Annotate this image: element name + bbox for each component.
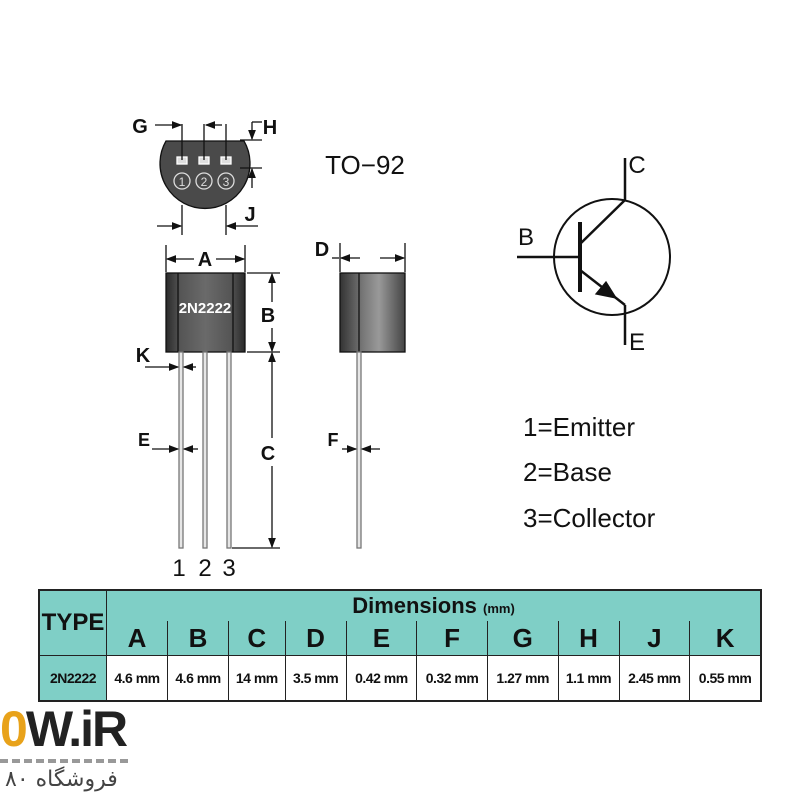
- table-row: 2N2222 4.6 mm 4.6 mm 14 mm 3.5 mm 0.42 m…: [38, 655, 762, 702]
- col-a: A: [105, 621, 169, 656]
- dim-label-b: B: [261, 305, 275, 327]
- legend-emitter: 1=Emitter: [523, 412, 635, 442]
- package-drawing: 2N2222 A B C D E F G H J K 1 2 3 1 2 3 T…: [132, 116, 671, 582]
- pin-number-3: 3: [222, 555, 235, 582]
- value-j: 2.45 mm: [618, 655, 691, 702]
- dimensions-table: TYPE Dimensions (mm) A B C D E F G H J K…: [38, 589, 762, 702]
- pin-circle-2: 2: [201, 175, 208, 189]
- pin-circle-3: 3: [223, 175, 230, 189]
- dim-label-c: C: [261, 443, 275, 465]
- value-c: 14 mm: [228, 655, 286, 702]
- col-e: E: [345, 621, 418, 656]
- col-c: C: [228, 621, 286, 656]
- dim-label-h: H: [263, 117, 277, 139]
- legend-collector: 3=Collector: [523, 503, 656, 533]
- value-g: 1.27 mm: [486, 655, 559, 702]
- dimensions-title: Dimensions (mm): [106, 589, 762, 621]
- watermark-text: فروشگاه ۸۰: [5, 767, 118, 792]
- dim-label-a: A: [198, 249, 212, 271]
- value-k: 0.55 mm: [689, 655, 762, 702]
- value-d: 3.5 mm: [284, 655, 347, 702]
- value-h: 1.1 mm: [557, 655, 620, 702]
- watermark-divider: [0, 759, 128, 763]
- col-d: D: [284, 621, 347, 656]
- emitter-arrow-icon: [594, 280, 618, 299]
- col-f: F: [416, 621, 488, 656]
- type-value: 2N2222: [38, 655, 107, 702]
- col-j: J: [618, 621, 691, 656]
- value-f: 0.32 mm: [416, 655, 488, 702]
- dim-label-e: E: [138, 430, 150, 450]
- dimensions-title-text: Dimensions: [352, 593, 477, 618]
- legend-base: 2=Base: [523, 457, 612, 487]
- package-name: TO−92: [325, 150, 405, 180]
- col-k: K: [689, 621, 762, 656]
- col-b: B: [167, 621, 230, 656]
- value-a: 4.6 mm: [105, 655, 169, 702]
- type-header: TYPE: [38, 589, 107, 656]
- pin-circle-1: 1: [179, 175, 186, 189]
- col-g: G: [486, 621, 559, 656]
- col-h: H: [557, 621, 620, 656]
- value-e: 0.42 mm: [345, 655, 418, 702]
- part-marking: 2N2222: [179, 300, 232, 317]
- dim-label-d: D: [315, 239, 329, 261]
- symbol-label-e: E: [629, 329, 645, 356]
- dim-label-f: F: [328, 430, 339, 450]
- pin-number-1: 1: [172, 555, 185, 582]
- dim-label-g: G: [132, 116, 148, 138]
- value-b: 4.6 mm: [167, 655, 230, 702]
- watermark-logo: 0W.iR: [0, 701, 128, 757]
- dim-label-j: J: [244, 204, 255, 226]
- pin-number-2: 2: [198, 555, 211, 582]
- dim-label-k: K: [136, 345, 151, 367]
- symbol-label-c: C: [628, 152, 645, 179]
- symbol-label-b: B: [518, 224, 534, 251]
- dimensions-unit: (mm): [483, 601, 515, 616]
